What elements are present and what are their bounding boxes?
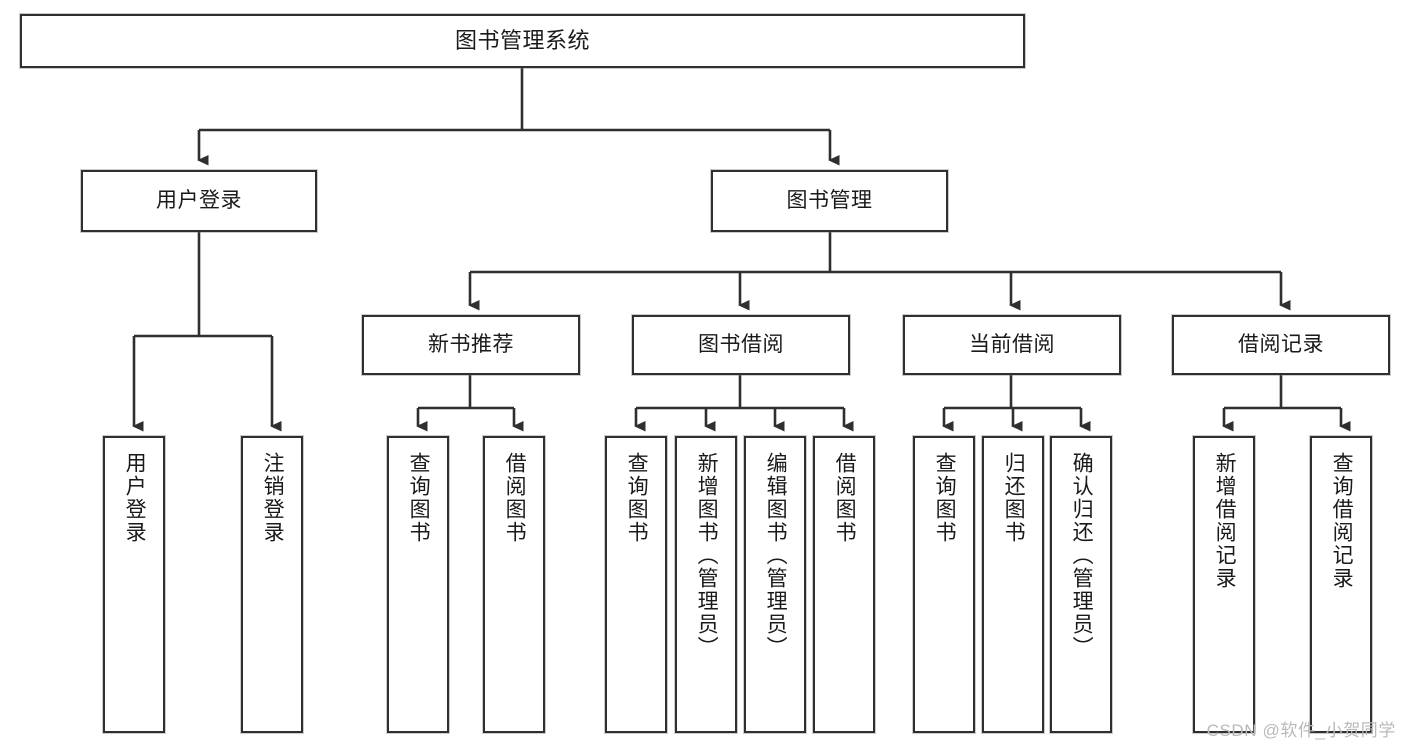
leaf-borrow-record-add[interactable]: 新增借阅记录 (1192, 435, 1256, 734)
node-borrow-record-label: 借阅记录 (1238, 333, 1324, 357)
leaf-label: 归还图书 (1002, 452, 1026, 544)
leaf-book-borrow-query[interactable]: 查询图书 (604, 435, 668, 734)
leaf-user-login-logout[interactable]: 注销登录 (240, 435, 304, 734)
node-root[interactable]: 图书管理系统 (19, 13, 1026, 69)
leaf-book-borrow-edit[interactable]: 编辑图书（管理员） (743, 435, 807, 734)
leaf-book-borrow-add[interactable]: 新增图书（管理员） (674, 435, 738, 734)
watermark: CSDN @软件_小贺同学 (1206, 721, 1396, 740)
leaf-label: 借阅图书 (503, 452, 527, 544)
node-book-borrow[interactable]: 图书借阅 (631, 314, 851, 376)
leaf-new-book-query[interactable]: 查询图书 (386, 435, 450, 734)
leaf-label: 借阅图书 (833, 452, 857, 544)
node-new-book-recommend[interactable]: 新书推荐 (361, 314, 581, 376)
node-new-book-recommend-label: 新书推荐 (428, 333, 514, 357)
leaf-label: 新增图书（管理员） (695, 452, 719, 659)
leaf-label: 用户登录 (123, 452, 147, 544)
leaf-label: 查询图书 (625, 452, 649, 544)
leaf-borrow-record-query[interactable]: 查询借阅记录 (1309, 435, 1373, 734)
node-current-borrow[interactable]: 当前借阅 (902, 314, 1122, 376)
node-book-management[interactable]: 图书管理 (710, 169, 949, 233)
node-user-login-label: 用户登录 (156, 189, 242, 213)
leaf-book-borrow-borrow[interactable]: 借阅图书 (812, 435, 876, 734)
leaf-label: 编辑图书（管理员） (764, 452, 788, 659)
leaf-new-book-borrow[interactable]: 借阅图书 (482, 435, 546, 734)
node-user-login[interactable]: 用户登录 (80, 169, 318, 233)
node-root-label: 图书管理系统 (454, 27, 590, 53)
leaf-label: 查询图书 (933, 452, 957, 544)
leaf-current-borrow-confirm[interactable]: 确认归还（管理员） (1049, 435, 1113, 734)
leaf-label: 确认归还（管理员） (1070, 452, 1094, 659)
leaf-current-borrow-query[interactable]: 查询图书 (912, 435, 976, 734)
node-borrow-record[interactable]: 借阅记录 (1171, 314, 1391, 376)
leaf-label: 查询图书 (407, 452, 431, 544)
node-book-borrow-label: 图书借阅 (698, 333, 784, 357)
leaf-label: 查询借阅记录 (1330, 452, 1354, 590)
leaf-label: 注销登录 (261, 452, 285, 544)
node-current-borrow-label: 当前借阅 (969, 333, 1055, 357)
leaf-user-login-login[interactable]: 用户登录 (102, 435, 166, 734)
node-book-management-label: 图书管理 (786, 189, 873, 213)
leaf-current-borrow-return[interactable]: 归还图书 (981, 435, 1045, 734)
leaf-label: 新增借阅记录 (1213, 452, 1237, 590)
